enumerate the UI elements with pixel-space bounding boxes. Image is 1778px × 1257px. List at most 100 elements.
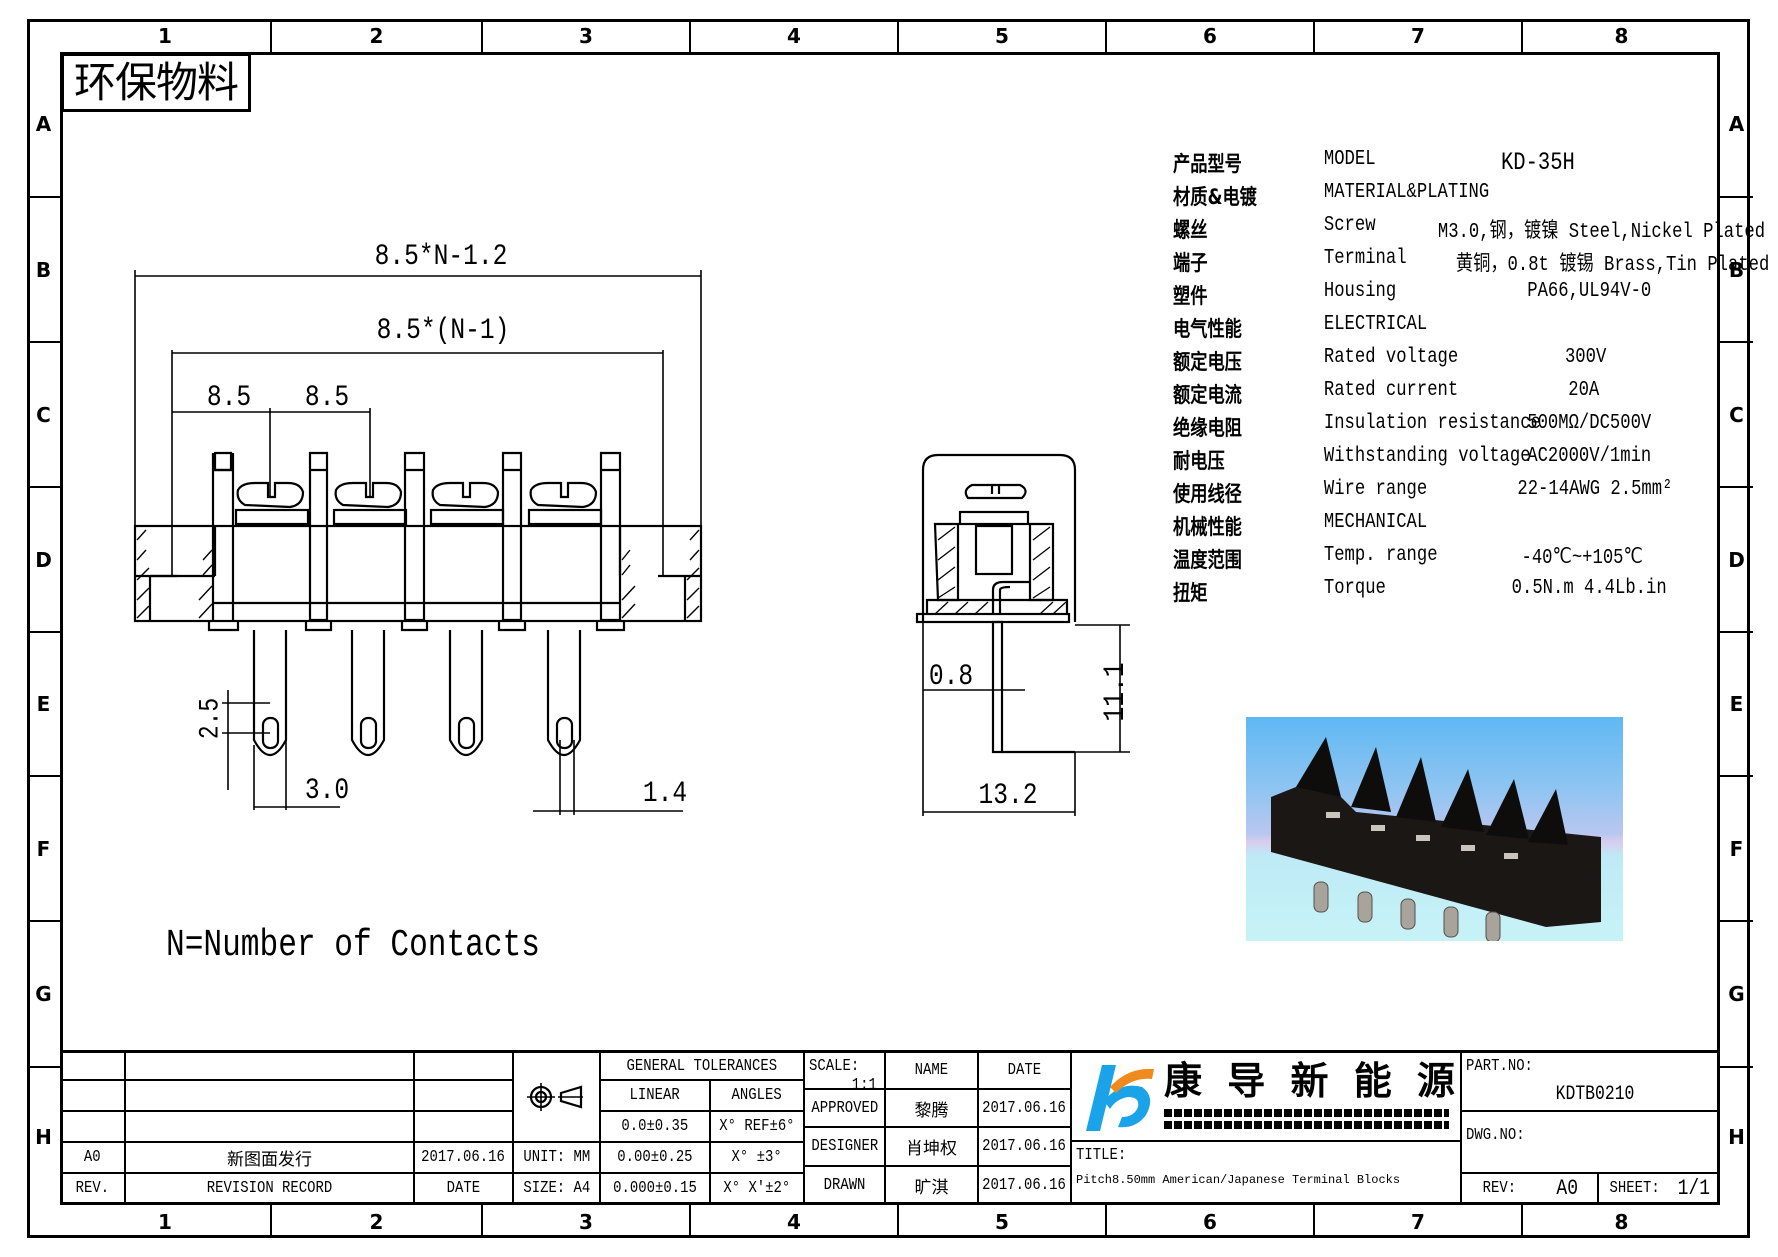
rev-value: A0 [1556, 1176, 1578, 1201]
spec-cn-label: 端子 [1173, 251, 1208, 275]
zone-row-label: D [27, 488, 60, 633]
signoff-date: 2017.06.16 [979, 1167, 1072, 1205]
zone-row-label: H [1728, 1124, 1745, 1149]
projection-symbol-cell [514, 1050, 601, 1143]
angle-tolerance-value: X° X'±2° [723, 1179, 791, 1198]
zone-row-label: G [27, 922, 60, 1068]
spec-cn-label: 电气性能 [1173, 317, 1242, 341]
company-name: 康 导 新 能 源 [1164, 1058, 1461, 1103]
angle-tolerance: X° REF±6° [711, 1112, 805, 1143]
eco-material-badge: 环保物料 [61, 53, 251, 112]
zone-row-label: H [35, 1124, 52, 1149]
zone-col-label: 8 [1614, 23, 1629, 48]
part-no-value: KDTB0210 [1555, 1083, 1635, 1106]
signoff-role-text: APPROVED [811, 1098, 878, 1118]
dim-pin-thickness: 1.4 [642, 777, 688, 811]
revision-record-cell [126, 1112, 415, 1143]
revision-rev-value: A0 [83, 1148, 101, 1167]
zone-row-label: E [1720, 633, 1753, 777]
angles-header: ANGLES [711, 1081, 805, 1112]
zone-row-label: C [27, 343, 60, 488]
third-angle-projection-icon [526, 1083, 583, 1111]
spec-value: -40℃~+105℃ [1521, 547, 1643, 570]
spec-cn-label: 额定电流 [1173, 383, 1242, 407]
zone-row-label: E [27, 633, 60, 777]
spec-value: 20A [1568, 379, 1600, 402]
revision-record-cell: 新图面发行 [126, 1143, 415, 1174]
signoff-date-text: 2017.06.16 [982, 1175, 1067, 1195]
general-tolerances-text: GENERAL TOLERANCES [626, 1056, 778, 1076]
left-zone-ruler: A B C D E F G H [27, 52, 60, 1205]
zone-row-label: D [1720, 488, 1753, 633]
spec-value: 黄铜，0.8t 镀锡 Brass,Tin Plated [1455, 254, 1770, 277]
drawing-title-cell: TITLE: Pitch8.50mm American/Japanese Ter… [1072, 1142, 1462, 1205]
company-logo-icon [1086, 1064, 1154, 1131]
angle-tolerance-value: X° REF±6° [719, 1117, 795, 1136]
zone-col-label: 4 [691, 1205, 899, 1238]
spec-cn-label: 机械性能 [1173, 515, 1242, 539]
zone-row-label: B [1720, 198, 1753, 343]
spec-value: AC2000V/1min [1527, 445, 1652, 468]
revision-rev-cell: A0 [60, 1143, 126, 1174]
linear-tolerance-value: 0.000±0.15 [613, 1179, 697, 1198]
spec-value: KD-35H [1501, 148, 1575, 177]
zone-col-label: 4 [691, 19, 899, 52]
contact-line-blurred [1164, 1121, 1449, 1129]
angle-tolerance-value: X° ±3° [731, 1148, 783, 1167]
signoff-name: 旷淇 [886, 1167, 979, 1205]
revision-record-header-text: REVISION RECORD [206, 1179, 333, 1198]
signoff-date-text: 2017.06.16 [982, 1098, 1067, 1118]
zone-row-label: A [1720, 52, 1753, 198]
zone-col-label: 7 [1315, 1205, 1523, 1238]
sheet-label: SHEET: [1609, 1179, 1660, 1198]
angles-header-text: ANGLES [731, 1086, 783, 1105]
spec-cn-label: 塑件 [1173, 284, 1208, 308]
size-cell: SIZE: A4 [514, 1174, 601, 1205]
scale-value: 1:1 [852, 1076, 878, 1095]
revision-date-cell [415, 1081, 514, 1112]
revision-date-value: 2017.06.16 [421, 1148, 506, 1167]
general-tolerances-header: GENERAL TOLERANCES [601, 1050, 805, 1081]
terminal-block-illustration [1271, 737, 1601, 941]
rev-cell: REV: A0 [1462, 1174, 1599, 1205]
zone-col-label: 7 [1315, 19, 1523, 52]
spec-cn-label: 温度范围 [1173, 548, 1242, 572]
sheet-value: 1/1 [1677, 1176, 1710, 1201]
zone-col-label: 2 [272, 19, 483, 52]
spec-value: PA66,UL94V-0 [1527, 280, 1652, 303]
signoff-name: 黎腾 [886, 1090, 979, 1128]
signoff-role-text: DESIGNER [811, 1137, 878, 1156]
zone-col-label: 6 [1107, 1205, 1315, 1238]
linear-header: LINEAR [601, 1081, 711, 1112]
zone-col-label: 5 [899, 1205, 1107, 1238]
dim-pitch-2: 8.5 [304, 381, 350, 415]
spec-cn-label: 产品型号 [1173, 152, 1242, 176]
spec-cn-label: 扭矩 [1173, 581, 1208, 605]
drawing-title: Pitch8.50mm American/Japanese Terminal B… [1076, 1173, 1401, 1187]
zone-row-label: B [27, 198, 60, 343]
spec-value: 500MΩ/DC500V [1527, 412, 1652, 435]
signoff-role: DESIGNER [805, 1128, 886, 1167]
spec-value: 22-14AWG 2.5mm² [1517, 478, 1673, 501]
zone-col-label: 1 [60, 19, 272, 52]
spec-value: 300V [1564, 346, 1607, 369]
right-zone-ruler: A B C D E F G H [1720, 52, 1753, 1205]
zone-col-label: 8 [1614, 1209, 1629, 1234]
date-header: DATE [415, 1174, 514, 1205]
rev-header-text: REV. [75, 1179, 109, 1198]
spec-en-label: ELECTRICAL [1323, 313, 1428, 336]
rev-label: REV: [1482, 1179, 1517, 1198]
zone-col-label: 5 [899, 19, 1107, 52]
spec-en-label: MECHANICAL [1323, 511, 1428, 534]
zone-col-label: 1 [60, 1205, 272, 1238]
dwg-no-label: DWG.NO: [1466, 1126, 1525, 1145]
signoff-date: 2017.06.16 [979, 1128, 1072, 1167]
linear-header-text: LINEAR [629, 1086, 681, 1105]
title-block: A0 新图面发行 2017.06.16 REV. REVISION RECORD… [60, 1050, 1720, 1205]
linear-tolerance: 0.00±0.25 [601, 1143, 711, 1174]
linear-tolerance: 0.0±0.35 [601, 1112, 711, 1143]
spec-en-label: Temp. range [1323, 544, 1438, 567]
zone-col-label: 3 [483, 1205, 691, 1238]
name-header-text: NAME [914, 1061, 949, 1080]
revision-record-header: REVISION RECORD [126, 1174, 415, 1205]
